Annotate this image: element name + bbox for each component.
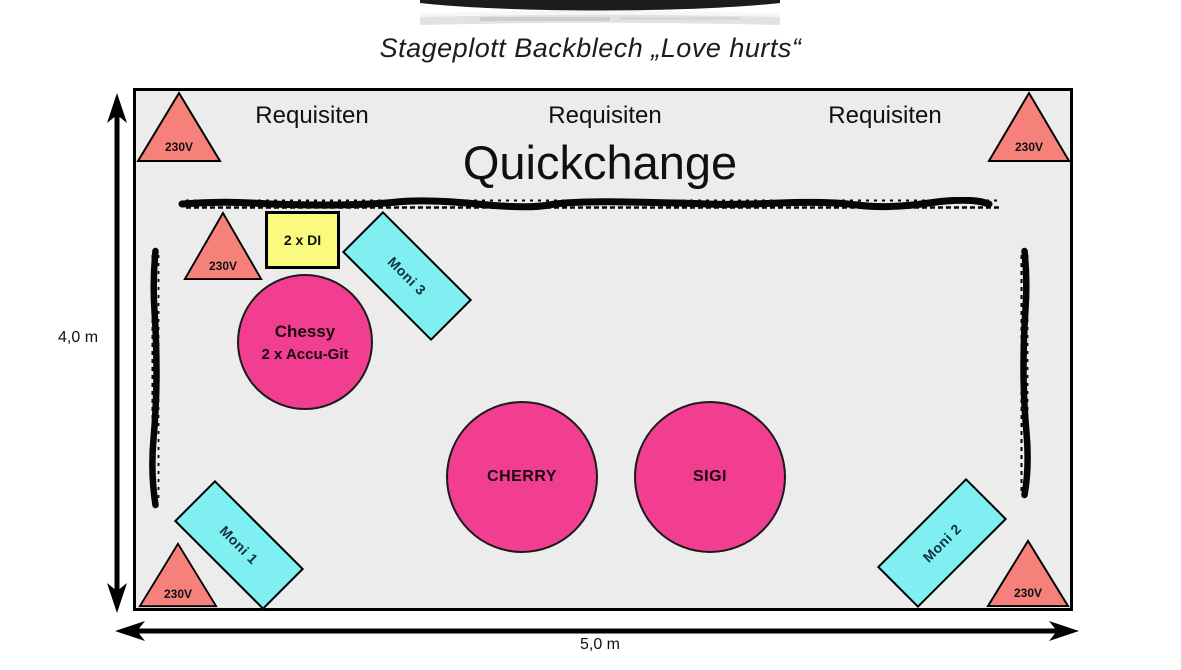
- musician-name: CHERRY: [487, 468, 557, 485]
- di-box-label: 2 x DI: [283, 232, 322, 248]
- power-triangle-label: 230V: [208, 258, 238, 273]
- monitor-3-label: Moni 3: [384, 253, 430, 299]
- musician-circle-cherry: CHERRY: [446, 401, 598, 553]
- power-triangle-bottom-left: 230V: [138, 542, 218, 608]
- width-dimension-arrow: [114, 618, 1080, 644]
- musician-name: Chessy: [274, 321, 336, 341]
- musician-name: SIGI: [692, 468, 727, 485]
- musician-circle-chessy: Chessy 2 x Accu-Git: [237, 274, 373, 410]
- power-triangle-label: 230V: [164, 139, 194, 154]
- musician-detail: 2 x Accu-Git: [261, 345, 349, 363]
- power-triangle-top-left: 230V: [136, 91, 222, 163]
- stage-area: Requisiten Requisiten Requisiten Quickch…: [133, 88, 1073, 611]
- side-line-left: [149, 247, 162, 509]
- requisiten-label-right: Requisiten: [828, 102, 942, 129]
- power-triangle-bottom-right: 230V: [986, 539, 1070, 608]
- musician-circle-sigi: SIGI: [634, 401, 786, 553]
- width-dimension-label: 5,0 m: [579, 636, 620, 653]
- requisiten-label-center: Requisiten: [548, 102, 662, 129]
- di-box: 2 x DI: [265, 211, 340, 269]
- page-title: Stageplott Backblech „Love hurts“: [379, 33, 802, 63]
- header-graphic: [420, 0, 780, 30]
- power-triangle-top-right: 230V: [987, 91, 1071, 163]
- power-triangle-mid-left: 230V: [183, 211, 263, 281]
- monitor-1-label: Moni 1: [216, 522, 262, 568]
- requisiten-label-left: Requisiten: [255, 102, 369, 129]
- side-line-right: [1018, 247, 1031, 499]
- power-triangle-label: 230V: [1014, 139, 1044, 154]
- height-dimension-label: 4,0 m: [58, 329, 99, 346]
- power-triangle-label: 230V: [163, 586, 193, 601]
- monitor-2-label: Moni 2: [919, 520, 965, 566]
- backdrop-line: [178, 197, 1008, 211]
- height-dimension-arrow: [104, 92, 130, 614]
- power-triangle-label: 230V: [1013, 585, 1043, 600]
- quickchange-label: Quickchange: [462, 136, 738, 189]
